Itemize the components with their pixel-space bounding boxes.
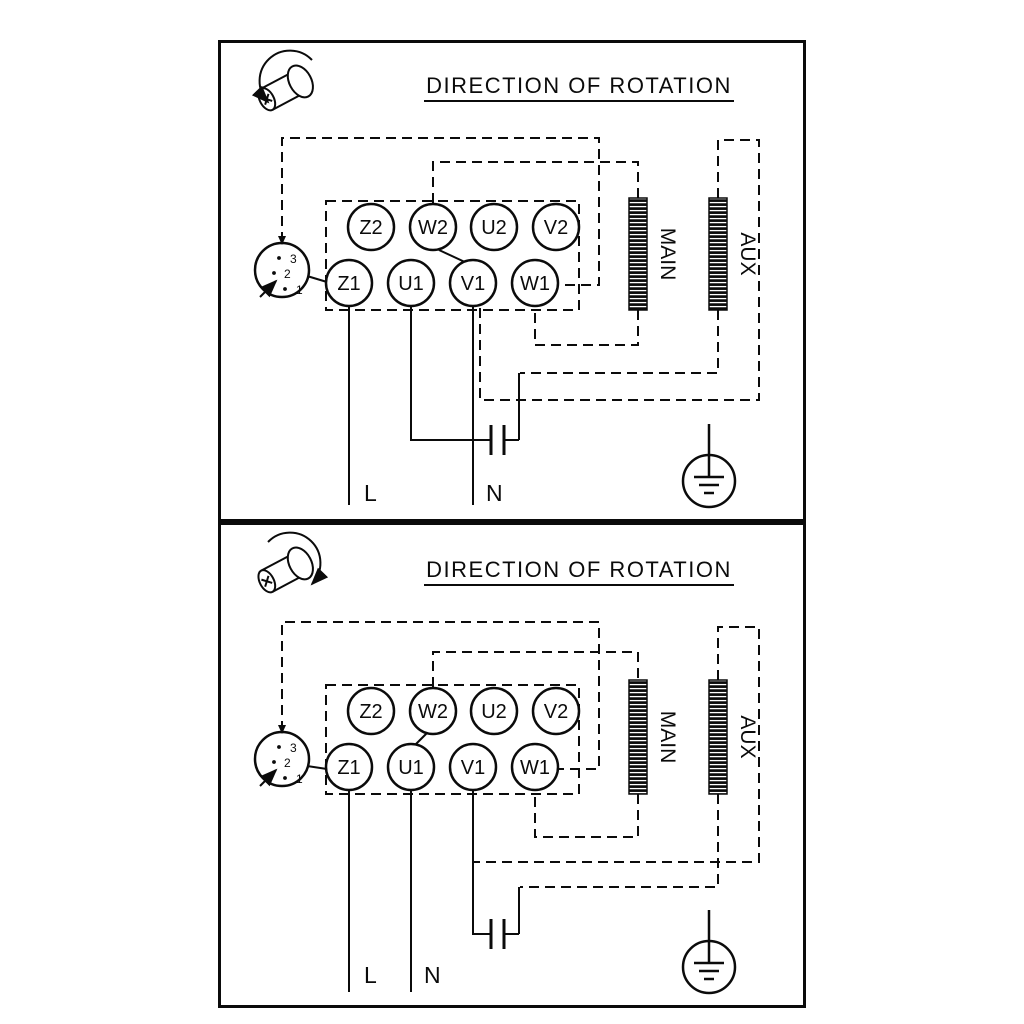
terminal-w2-label: W2	[418, 701, 448, 723]
terminal-box	[325, 200, 580, 311]
panel-border	[218, 522, 806, 1008]
wire-main-w1	[534, 307, 639, 346]
wire-v1-capacitor	[472, 790, 491, 935]
wire-main-w1	[534, 791, 639, 838]
wire-selector-w1	[281, 137, 600, 286]
terminal-u2	[469, 202, 519, 252]
neutral-label: N	[424, 962, 441, 988]
rotation-arrow	[251, 49, 313, 104]
capacitor-icon	[489, 919, 506, 949]
selector-pos-1: 1	[296, 283, 303, 297]
wire-w2-main	[432, 161, 639, 203]
panel-title: DIRECTION OF ROTATION	[426, 73, 732, 98]
dashed-wires	[281, 137, 760, 401]
rotation-direction-icon	[257, 531, 329, 594]
terminal-box	[325, 684, 580, 795]
terminal-v1	[448, 258, 498, 308]
aux-winding	[708, 679, 728, 795]
terminal-u2	[469, 686, 519, 736]
wire-aux-capacitor	[520, 794, 719, 888]
solid-wires	[306, 732, 520, 992]
main-winding-label: MAIN	[656, 228, 679, 281]
capacitor-icon	[489, 425, 506, 455]
terminal-v2-label: V2	[544, 701, 568, 723]
aux-winding-label: AUX	[736, 232, 759, 275]
terminal-z1	[324, 742, 374, 792]
aux-winding-label: AUX	[736, 715, 759, 758]
speed-selector: 3 2 1	[253, 725, 311, 788]
wire-w2-u1-link	[414, 732, 428, 746]
wire-selector-z1	[306, 275, 328, 283]
terminal-z2-label: Z2	[359, 217, 382, 239]
terminal-v2	[531, 686, 581, 736]
selector-needle	[259, 768, 278, 787]
terminal-z1-label: Z1	[337, 273, 360, 295]
selector-pos-2: 2	[284, 267, 291, 281]
wire-w2-v1-link	[438, 249, 468, 264]
terminal-z1-label: Z1	[337, 757, 360, 779]
terminal-w1	[510, 258, 560, 308]
terminal-u2-label: U2	[481, 217, 507, 239]
terminal-u1	[386, 258, 436, 308]
terminal-w2-label: W2	[418, 217, 448, 239]
terminal-u1-label: U1	[398, 273, 424, 295]
terminal-w1-label: W1	[520, 273, 550, 295]
terminal-v1-label: V1	[461, 273, 485, 295]
terminal-u1	[386, 742, 436, 792]
earth-ground-icon	[681, 910, 737, 995]
selector-pos-1: 1	[296, 772, 303, 786]
terminal-z2-label: Z2	[359, 701, 382, 723]
main-winding	[628, 197, 648, 311]
earth-ground-icon	[681, 424, 737, 509]
terminal-w1	[510, 742, 560, 792]
wire-capacitor-right	[504, 887, 520, 935]
dashed-wires	[281, 621, 760, 888]
terminal-w1-label: W1	[520, 757, 550, 779]
selector-pos-3: 3	[290, 252, 297, 266]
terminal-z2	[346, 202, 396, 252]
line-label: L	[364, 962, 377, 988]
terminal-u1-label: U1	[398, 757, 424, 779]
terminal-v2-label: V2	[544, 217, 568, 239]
main-winding-label: MAIN	[656, 711, 679, 764]
selector-pos-2: 2	[284, 756, 291, 770]
selector-entry-arrow	[278, 725, 286, 734]
terminal-v1-label: V1	[461, 757, 485, 779]
main-winding	[628, 679, 648, 795]
selector-pos-3: 3	[290, 741, 297, 755]
terminal-z1	[324, 258, 374, 308]
rotation-direction-icon	[251, 49, 314, 112]
aux-winding	[708, 197, 728, 311]
selector-needle	[259, 279, 278, 298]
speed-selector: 3 2 1	[253, 236, 311, 299]
terminal-v2	[531, 202, 581, 252]
wire-selector-z1	[306, 765, 328, 770]
terminal-v1	[448, 742, 498, 792]
wire-selector-w1	[281, 621, 600, 770]
panel-border	[218, 40, 806, 522]
terminal-u2-label: U2	[481, 701, 507, 723]
solid-wires	[306, 249, 520, 505]
terminal-w2	[408, 686, 458, 736]
terminal-labels: Z2 W2 U2 V2 Z1 U1 V1 W1	[337, 701, 568, 779]
wire-aux-capacitor	[520, 310, 719, 374]
panel-title: DIRECTION OF ROTATION	[426, 557, 732, 582]
terminal-circles	[324, 202, 581, 308]
wire-w2-main	[432, 651, 639, 687]
terminal-z2	[346, 686, 396, 736]
panel-1-diagram: DIRECTION OF ROTATION MAIN	[218, 40, 806, 522]
terminal-labels: Z2 W2 U2 V2 Z1 U1 V1 W1	[337, 217, 568, 295]
line-label: L	[364, 480, 377, 506]
wire-u1-capacitor	[410, 306, 491, 441]
terminal-w2	[408, 202, 458, 252]
neutral-label: N	[486, 480, 503, 506]
rotation-arrow	[267, 531, 329, 586]
terminal-circles	[324, 686, 581, 792]
panel-2-diagram: DIRECTION OF ROTATION MAIN	[218, 522, 806, 1008]
wire-aux-v1	[479, 139, 760, 401]
wire-aux-v1	[474, 626, 760, 863]
selector-entry-arrow	[278, 236, 286, 245]
wire-capacitor-right	[504, 373, 520, 441]
